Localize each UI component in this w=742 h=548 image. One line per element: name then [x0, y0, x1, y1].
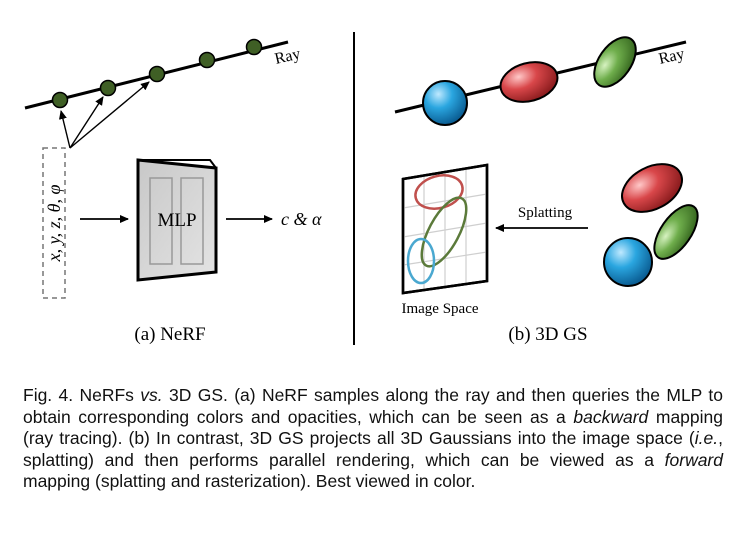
sample-point: [99, 79, 117, 97]
caption-ie: i.e.: [694, 428, 719, 449]
caption-forward: forward: [664, 449, 723, 470]
sample-point: [148, 65, 166, 83]
splatting-label: Splatting: [518, 205, 573, 221]
mlp-block: [136, 158, 218, 282]
gaussian-blue-2: [603, 237, 653, 287]
gs-ray-label: Ray: [657, 46, 686, 68]
nerf-subcaption: (a) NeRF: [134, 324, 205, 345]
caption-vs: vs.: [140, 385, 163, 405]
caption-part3: , splatting) and then performs parallel …: [23, 428, 723, 470]
sample-point: [245, 38, 263, 56]
nerf-panel: Ray x, y, z, θ, φ MLP c & α (a) NeRF: [24, 38, 322, 345]
gaussian-blue: [422, 80, 468, 126]
nerf-ray-label: Ray: [273, 46, 302, 68]
inputs-label: x, y, z, θ, φ: [44, 185, 64, 263]
caption-part2: mapping (ray tracing). (b) In contrast, …: [23, 406, 723, 449]
gaussian-red-2: [621, 163, 683, 213]
sample-points: [51, 38, 263, 109]
caption-part4: mapping (splatting and rasterization). B…: [23, 471, 476, 492]
figure-diagram: Ray x, y, z, θ, φ MLP c & α (a) NeRF: [24, 32, 699, 345]
output-label: c & α: [281, 209, 322, 229]
image-space-label: Image Space: [401, 301, 478, 317]
sample-point: [51, 91, 69, 109]
input-box: [42, 147, 66, 299]
caption-part1: 3D GS. (a) NeRF samples along the ray an…: [23, 385, 723, 427]
image-plane: [401, 163, 489, 295]
gaussian-green: [593, 36, 637, 88]
query-arrows: [59, 81, 150, 149]
gs-panel: Ray Image Space Splatting (b) 3D GS: [394, 36, 699, 345]
caption-prefix: Fig. 4. NeRFs: [23, 385, 141, 405]
mlp-label: MLP: [157, 210, 196, 231]
gaussian-green-2: [653, 204, 699, 260]
gs-subcaption: (b) 3D GS: [508, 324, 587, 345]
sample-point: [198, 51, 216, 69]
caption-backward: backward: [573, 406, 649, 427]
gaussian-red: [499, 61, 559, 103]
figure-caption: Fig. 4. NeRFs vs. 3D GS. (a) NeRF sample…: [23, 385, 723, 493]
projected-blue-ellipse: [406, 237, 436, 285]
projected-green-ellipse: [420, 196, 468, 268]
